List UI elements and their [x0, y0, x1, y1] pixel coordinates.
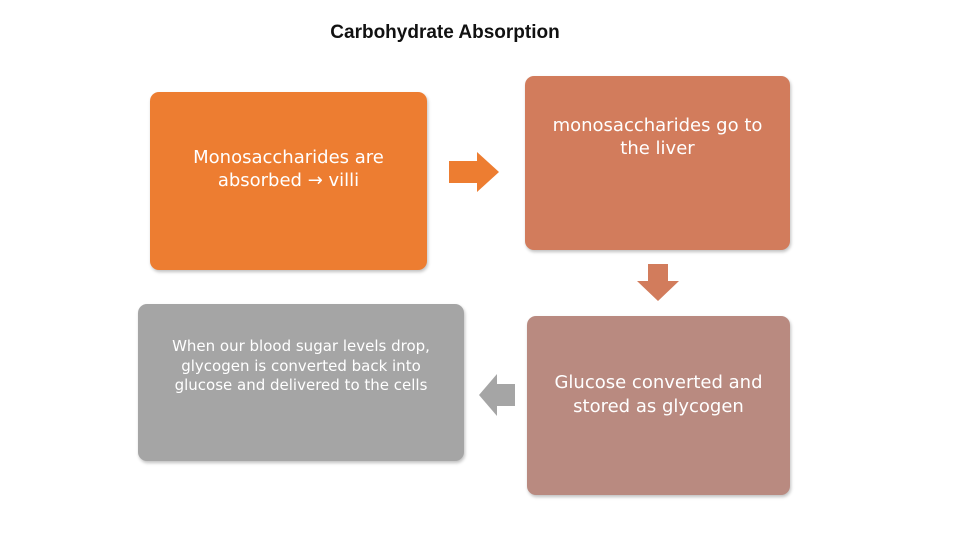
- down-arrow-shape: [637, 264, 679, 301]
- blood-sugar-box-text: When our blood sugar levels drop, glycog…: [172, 337, 430, 395]
- liver-box-text: monosaccharides go to the liver: [552, 114, 763, 159]
- left-arrow-shape: [479, 374, 515, 416]
- absorbed-box: Monosaccharides are absorbed → villi: [150, 92, 427, 270]
- liver-box: monosaccharides go to the liver: [525, 76, 790, 250]
- right-arrow-shape: [449, 152, 499, 192]
- right-arrow-icon: [449, 152, 499, 192]
- glycogen-box-text: Glucose converted and stored as glycogen: [554, 372, 763, 417]
- glycogen-box: Glucose converted and stored as glycogen: [527, 316, 790, 495]
- left-arrow-icon: [479, 374, 515, 416]
- absorbed-box-text: Monosaccharides are absorbed → villi: [193, 146, 384, 191]
- diagram-title: Carbohydrate Absorption: [330, 22, 560, 43]
- down-arrow-icon: [637, 264, 679, 301]
- blood-sugar-box: When our blood sugar levels drop, glycog…: [138, 304, 464, 461]
